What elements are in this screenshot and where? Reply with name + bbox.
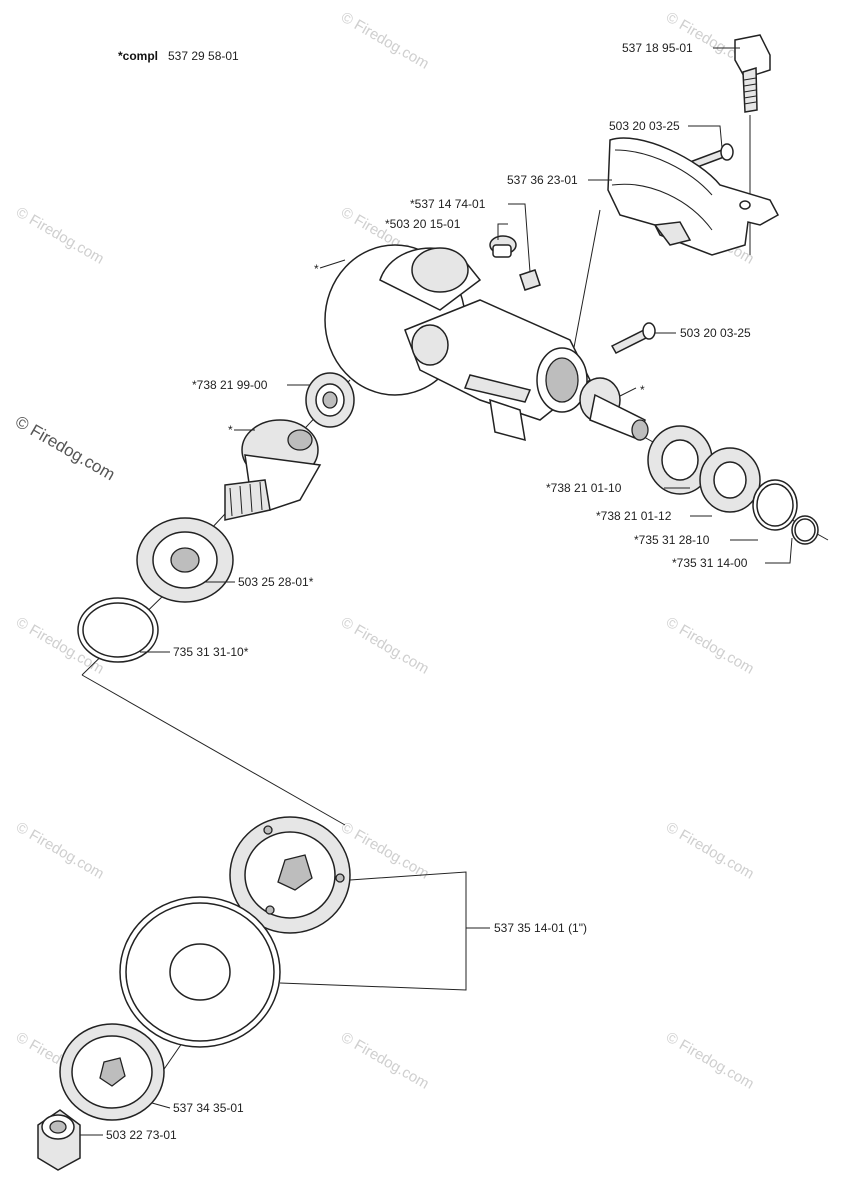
- label-537-18-95-01: 537 18 95-01: [622, 41, 693, 55]
- label-503-22-73-01: 503 22 73-01: [106, 1128, 177, 1142]
- support-cup[interactable]: [229, 816, 351, 934]
- circlip-large[interactable]: [77, 597, 159, 663]
- part-labels: 537 18 95-01 503 20 03-25 537 36 23-01 *…: [106, 41, 751, 1142]
- label-537-34-35-01: 537 34 35-01: [173, 1101, 244, 1115]
- bearing-small[interactable]: [305, 372, 355, 428]
- label-738-21-01-10: *738 21 01-10: [546, 481, 622, 495]
- circlip-right-1[interactable]: [752, 479, 798, 531]
- label-503-25-28-01: 503 25 28-01*: [238, 575, 314, 589]
- bolt-mid[interactable]: [610, 322, 656, 354]
- adjusting-screw[interactable]: [734, 34, 771, 113]
- gear-housing[interactable]: [324, 244, 591, 442]
- plug-screw[interactable]: [489, 235, 517, 258]
- output-shaft[interactable]: [579, 377, 649, 442]
- label-735-31-31-10: 735 31 31-10*: [173, 645, 249, 659]
- label-asterisk-housing: *: [314, 262, 319, 276]
- key[interactable]: [519, 269, 541, 291]
- watermark: © Firedog.com: [663, 819, 757, 883]
- label-503-20-03-25-top: 503 20 03-25: [609, 119, 680, 133]
- bearing-right-2[interactable]: [699, 447, 761, 513]
- leader-lines: [80, 47, 793, 1136]
- bevel-gear[interactable]: [224, 419, 322, 521]
- large-disc[interactable]: [119, 896, 281, 1048]
- watermark: © Firedog.com: [338, 819, 432, 883]
- label-537-36-23-01: 537 36 23-01: [507, 173, 578, 187]
- label-537-14-74-01: *537 14 74-01: [410, 197, 486, 211]
- watermark: © Firedog.com: [13, 819, 107, 883]
- label-738-21-01-12: *738 21 01-12: [596, 509, 672, 523]
- kit-number: 537 29 58-01: [168, 49, 239, 63]
- label-503-20-15-01: *503 20 15-01: [385, 217, 461, 231]
- clamp[interactable]: [607, 137, 780, 256]
- label-537-35-14-01: 537 35 14-01 (1"): [494, 921, 587, 935]
- label-asterisk-gear: *: [228, 423, 233, 437]
- watermark: © Firedog.com: [663, 614, 757, 678]
- support-flange[interactable]: [59, 1023, 165, 1121]
- label-735-31-14-00: *735 31 14-00: [672, 556, 748, 570]
- watermark: © Firedog.com: [663, 1029, 757, 1093]
- bearing-right-1[interactable]: [647, 425, 713, 495]
- watermark: © Firedog.com: [13, 204, 107, 268]
- label-503-20-03-25-mid: 503 20 03-25: [680, 326, 751, 340]
- bearing-large[interactable]: [136, 517, 234, 603]
- nut[interactable]: [37, 1109, 81, 1171]
- watermark-side: © Firedog.com: [12, 412, 118, 484]
- circlip-right-2[interactable]: [791, 515, 819, 545]
- label-735-31-28-10: *735 31 28-10: [634, 533, 710, 547]
- watermark: © Firedog.com: [338, 614, 432, 678]
- label-738-21-99-00: *738 21 99-00: [192, 378, 268, 392]
- label-asterisk-shaft: *: [640, 383, 645, 397]
- watermark: © Firedog.com: [338, 9, 432, 73]
- watermark: © Firedog.com: [338, 1029, 432, 1093]
- kit-prefix: *compl: [118, 49, 158, 63]
